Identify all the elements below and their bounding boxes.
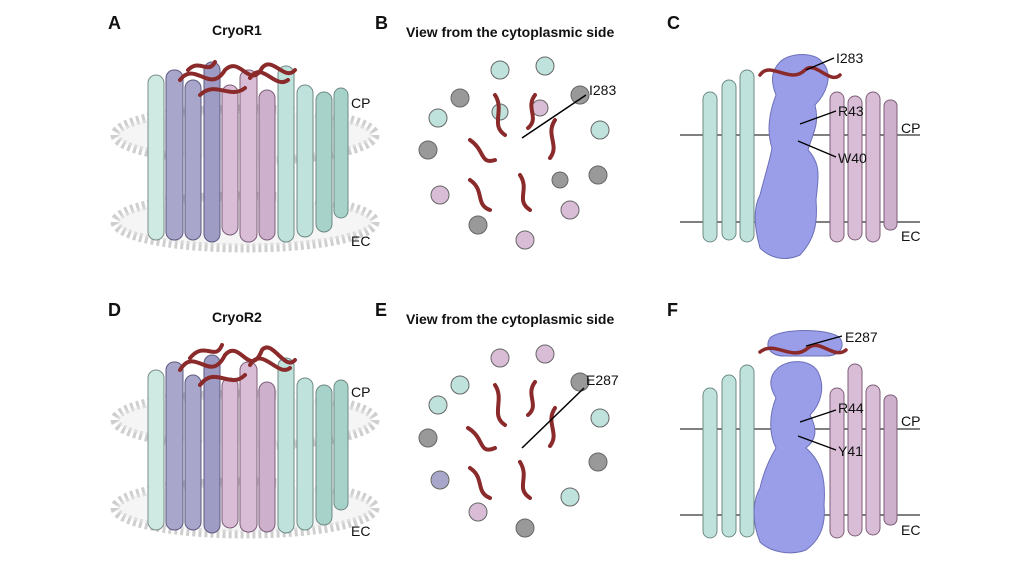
panel-label-c: C xyxy=(667,13,680,33)
loops-b xyxy=(468,93,557,212)
helices-a xyxy=(147,61,349,243)
loops-d xyxy=(178,343,297,387)
helices-d xyxy=(147,354,349,534)
ec-label-f: EC xyxy=(901,522,921,538)
loops-a xyxy=(178,60,297,97)
pointer-r43-c xyxy=(799,110,837,125)
panel-title-b: View from the cytoplasmic side xyxy=(406,24,615,40)
residue-label-f-2: R44 xyxy=(838,400,864,416)
cp-label-f: CP xyxy=(901,413,921,429)
cp-label-d: CP xyxy=(351,384,371,400)
channel-surface-c xyxy=(754,54,829,259)
loops-f xyxy=(758,343,848,355)
panel-title-a: CryoR1 xyxy=(212,22,262,38)
panel-title-e: View from the cytoplasmic side xyxy=(406,311,615,327)
cp-label-c: CP xyxy=(901,120,921,136)
loops-e xyxy=(466,380,557,500)
panel-label-a: A xyxy=(108,13,121,33)
pointer-r44-f xyxy=(799,409,837,423)
pointer-line-e xyxy=(521,387,585,449)
panel-label-b: B xyxy=(375,13,388,33)
residue-label-b: I283 xyxy=(589,82,617,98)
panel-label-e: E xyxy=(375,300,388,320)
residue-label-f-1: E287 xyxy=(845,329,878,345)
helix-ring-b xyxy=(418,56,610,250)
ec-label-c: EC xyxy=(901,228,921,244)
cp-label-a: CP xyxy=(351,95,371,111)
pointer-e287-f xyxy=(805,335,843,347)
cap-surface-f xyxy=(767,330,843,357)
residue-label-c-2: R43 xyxy=(838,103,864,119)
pointer-w40-c xyxy=(797,140,837,158)
ec-label-d: EC xyxy=(351,523,371,539)
ec-label-a: EC xyxy=(351,233,371,249)
panel-title-d: CryoR2 xyxy=(212,309,262,325)
channel-surface-f xyxy=(753,361,825,554)
helices-f xyxy=(702,363,898,539)
pointer-i283-c xyxy=(805,57,835,71)
panel-label-d: D xyxy=(108,300,121,320)
pointer-line-b xyxy=(521,94,587,139)
residue-label-c-1: I283 xyxy=(836,50,864,66)
helices-c xyxy=(702,69,898,243)
loops-c xyxy=(758,66,842,79)
residue-label-f-3: Y41 xyxy=(838,443,863,459)
panel-label-f: F xyxy=(667,300,678,320)
residue-label-e: E287 xyxy=(586,372,619,388)
residue-label-c-3: W40 xyxy=(838,150,867,166)
helix-ring-e xyxy=(418,344,610,538)
pointer-y41-f xyxy=(797,435,837,451)
